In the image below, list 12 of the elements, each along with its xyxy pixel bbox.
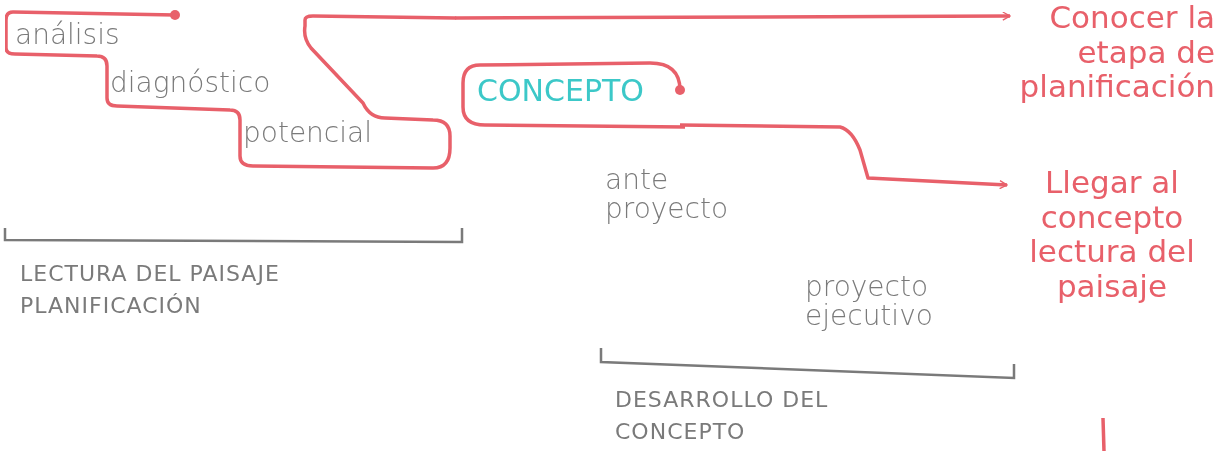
stage-label: proyecto ejecutivo [805, 272, 934, 331]
concept-text: CONCEPTO [477, 75, 644, 107]
stage-text: diagnóstico [110, 68, 271, 98]
arrow [679, 123, 1008, 190]
stage-label: ante proyecto [605, 165, 730, 224]
arrow [455, 11, 1011, 21]
stage-text: análisis [15, 20, 120, 50]
phase-caption: LECTURA DEL PAISAJE PLANIFICACIÓN [20, 260, 281, 320]
goal-text: Conocer la etapa de planificación [1018, 0, 1215, 105]
phase-caption: DESARROLLO DEL CONCEPTO [615, 386, 830, 446]
stage-text: potencial [243, 118, 372, 148]
goal-text: Llegar al concepto lectura del paisaje [1028, 165, 1196, 304]
